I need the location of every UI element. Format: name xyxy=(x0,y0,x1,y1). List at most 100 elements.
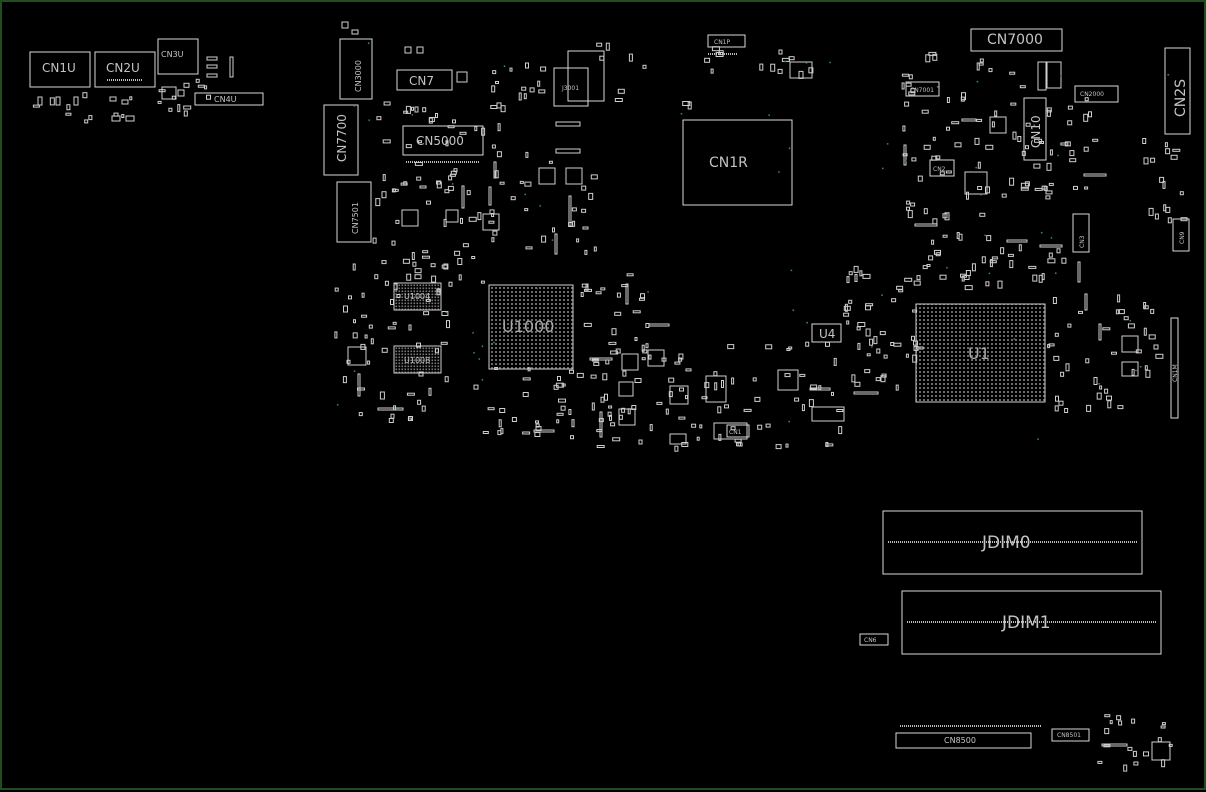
passive-pad xyxy=(447,125,455,129)
dimm-slot-jdim1: JDIM1 xyxy=(901,590,1162,655)
passive-pad xyxy=(785,443,789,448)
connector-cn3: CN3 xyxy=(1072,213,1090,253)
passive-pad xyxy=(934,249,941,255)
passive-pad xyxy=(794,397,800,402)
passive-pad xyxy=(509,67,513,72)
cn3u-label: CN3U xyxy=(161,50,184,59)
passive-pad xyxy=(422,250,429,254)
passive-pad xyxy=(645,323,650,328)
passive-pad xyxy=(590,374,597,379)
trace-part xyxy=(809,387,831,391)
passive-pad xyxy=(981,256,986,264)
passive-pad xyxy=(1060,142,1069,146)
connector-cn6: CN6 xyxy=(859,633,889,646)
passive-pad xyxy=(1093,377,1098,385)
passive-pad xyxy=(1145,369,1151,378)
trace-part xyxy=(533,429,555,433)
passive-pad xyxy=(441,311,449,316)
passive-pad xyxy=(946,126,950,131)
passive-pad xyxy=(754,396,761,402)
trace-part xyxy=(1083,173,1107,177)
passive-pad xyxy=(661,357,667,362)
passive-pad xyxy=(361,314,368,318)
passive-pad xyxy=(1034,138,1043,143)
trace-part xyxy=(1101,743,1128,747)
test-point xyxy=(1050,237,1053,239)
passive-pad xyxy=(395,219,400,224)
passive-pad xyxy=(622,370,627,377)
passive-pad xyxy=(1052,297,1057,304)
passive-pad xyxy=(906,206,910,211)
passive-pad xyxy=(678,353,684,360)
passive-pad xyxy=(568,409,572,415)
passive-pad xyxy=(431,275,437,283)
passive-pad xyxy=(770,63,776,72)
passive-pad xyxy=(353,319,356,324)
passive-pad xyxy=(411,106,414,111)
passive-pad xyxy=(495,81,499,84)
test-point xyxy=(536,287,538,290)
test-point xyxy=(524,193,527,196)
passive-pad xyxy=(931,239,935,245)
passive-pad xyxy=(854,381,861,387)
passive-pad xyxy=(1054,332,1059,337)
passive-pad xyxy=(859,270,863,277)
passive-pad xyxy=(602,373,608,381)
trace-part xyxy=(357,373,361,397)
test-point xyxy=(881,294,883,296)
passive-pad xyxy=(682,101,691,106)
passive-pad xyxy=(869,338,874,346)
u4-label: U4 xyxy=(819,327,835,341)
passive-pad xyxy=(617,88,625,94)
passive-pad xyxy=(911,157,917,162)
cn7501-label: CN7501 xyxy=(351,202,360,234)
passive-pad xyxy=(974,137,980,145)
passive-pad xyxy=(1034,187,1043,191)
passive-pad xyxy=(923,208,928,215)
passive-pad xyxy=(641,357,646,361)
test-point xyxy=(1037,438,1039,440)
passive-pad xyxy=(1104,728,1110,735)
passive-pad xyxy=(487,407,495,411)
passive-pad xyxy=(1143,305,1149,310)
passive-pad xyxy=(977,161,981,169)
passive-pad xyxy=(445,140,449,147)
passive-pad xyxy=(1069,150,1075,157)
u1004-label: U1004 xyxy=(404,292,430,301)
passive-pad xyxy=(907,210,913,219)
passive-pad xyxy=(951,121,960,125)
connector-cn1r: CN1R xyxy=(682,119,793,206)
passive-pad xyxy=(843,312,850,317)
passive-pad xyxy=(576,372,584,378)
passive-pad xyxy=(1024,181,1030,187)
passive-pad xyxy=(375,198,381,207)
passive-pad xyxy=(833,357,837,366)
passive-pad xyxy=(569,369,574,374)
passive-pad xyxy=(408,416,413,421)
passive-pad xyxy=(978,62,984,66)
passive-pad xyxy=(724,404,729,409)
passive-pad xyxy=(1127,746,1133,751)
passive-pad xyxy=(713,371,718,377)
connector-cn7: CN7 xyxy=(396,46,468,91)
test-point xyxy=(1040,231,1043,234)
passive-pad xyxy=(364,334,368,339)
passive-pad xyxy=(1019,85,1026,89)
cn1u-label: CN1U xyxy=(42,61,76,75)
test-point xyxy=(933,359,935,362)
passive-pad xyxy=(913,345,919,351)
connector-cn10: CN10 xyxy=(1023,97,1047,161)
passive-pad xyxy=(393,283,398,291)
passive-pad xyxy=(428,387,432,396)
passive-pad xyxy=(926,264,931,267)
passive-pad xyxy=(902,125,906,132)
passive-pad xyxy=(1048,252,1053,258)
passive-pad xyxy=(1165,148,1171,155)
test-point xyxy=(829,61,831,64)
passive-pad xyxy=(873,336,878,345)
passive-pad xyxy=(656,401,663,405)
trace-part xyxy=(853,391,879,395)
passive-pad xyxy=(910,202,916,207)
passive-pad xyxy=(195,78,200,83)
passive-pad xyxy=(585,283,589,292)
